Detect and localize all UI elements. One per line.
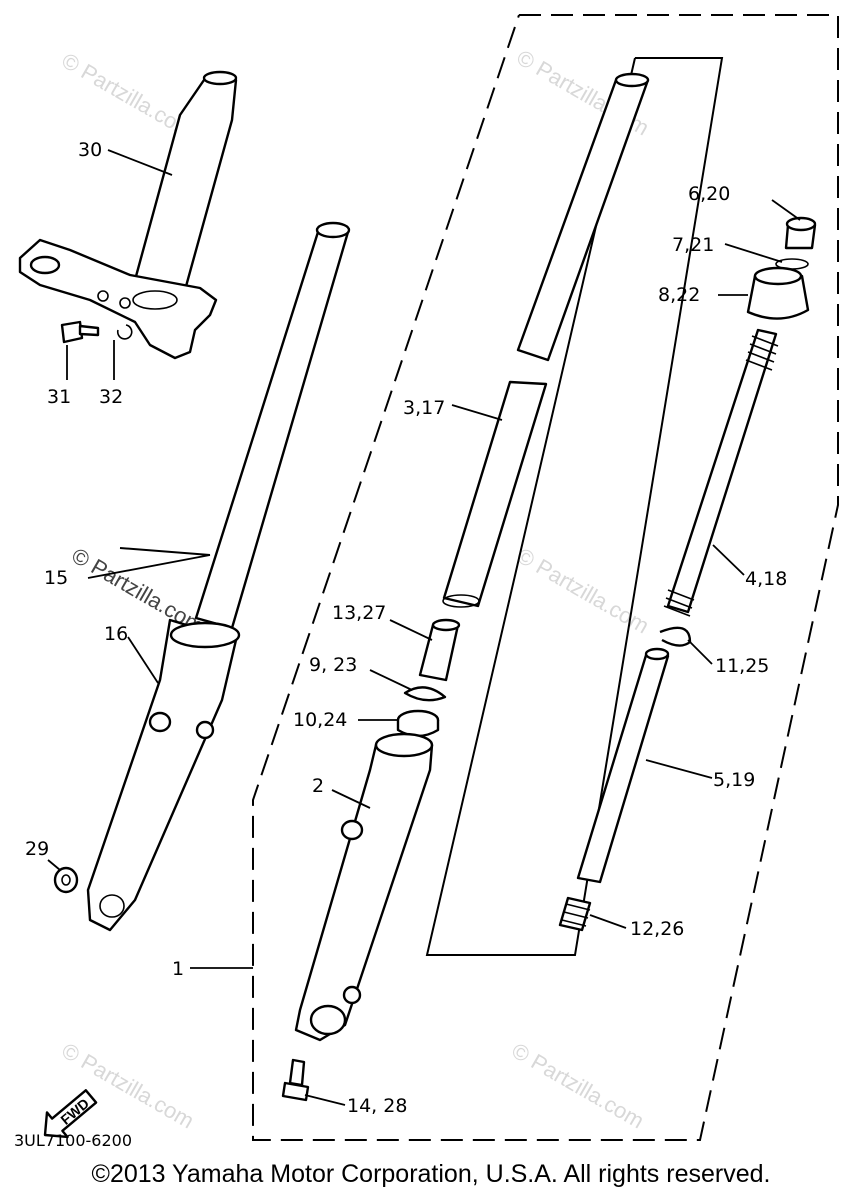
callout-8-22: 8,22 — [658, 284, 700, 306]
callout-6-20: 6,20 — [688, 183, 730, 205]
bolt-part-14 — [281, 1058, 310, 1102]
bolt-part-31 — [60, 320, 100, 344]
callout-9-23: 9, 23 — [309, 654, 357, 676]
callout-13-27: 13,27 — [332, 602, 386, 624]
callout-3-17: 3,17 — [403, 397, 445, 419]
left-outer-tube-part-16 — [86, 618, 241, 932]
callout-15: 15 — [44, 567, 68, 589]
clip-part-9 — [403, 686, 447, 702]
washer-part-29 — [53, 866, 79, 894]
callout-11-25: 11,25 — [715, 655, 769, 677]
assembly-boundary — [252, 14, 839, 1141]
callout-1: 1 — [172, 958, 184, 980]
spacer-part-13 — [418, 618, 461, 682]
callout-29: 29 — [25, 838, 49, 860]
damper-rod-part-5 — [576, 647, 670, 884]
callout-31: 31 — [47, 386, 71, 408]
rebound-spring-part-12 — [558, 896, 592, 932]
copyright-notice: ©2013 Yamaha Motor Corporation, U.S.A. A… — [91, 1160, 771, 1188]
spring-part-4 — [663, 328, 779, 617]
washer-part-32 — [116, 324, 133, 340]
callout-10-24: 10,24 — [293, 709, 347, 731]
callout-16: 16 — [104, 623, 128, 645]
callout-30: 30 — [78, 139, 102, 161]
circlip-part-11 — [659, 626, 692, 647]
inner-tube-part-3 — [442, 72, 650, 608]
callout-7-21: 7,21 — [672, 234, 714, 256]
callout-12-26: 12,26 — [630, 918, 684, 940]
left-fork-tube-part-15 — [194, 221, 351, 630]
callout-5-19: 5,19 — [713, 769, 755, 791]
diagram-code: 3UL7100-6200 — [14, 1131, 132, 1150]
oil-seal-part-10 — [396, 709, 440, 738]
inner-group-frame — [425, 57, 724, 956]
cap-bolt-part-6 — [784, 216, 817, 250]
leader-lines — [47, 149, 801, 1106]
callout-labels: 30 31 32 15 16 29 1 2 3,17 13,27 9, 23 1… — [25, 139, 787, 1117]
callout-4-18: 4,18 — [745, 568, 787, 590]
outer-tube-part-2 — [294, 732, 434, 1042]
callout-2: 2 — [312, 775, 324, 797]
left-group-frame — [119, 547, 211, 556]
watermark: © Partzilla.com — [508, 1038, 649, 1134]
steering-stem-part-30 — [18, 70, 238, 360]
watermark: © Partzilla.com — [513, 543, 654, 639]
callout-14-28: 14, 28 — [347, 1095, 407, 1117]
callout-32: 32 — [99, 386, 123, 408]
cap-part-8 — [746, 266, 810, 320]
watermark: © Partzilla.com — [58, 1038, 199, 1134]
front-fork-exploded-diagram: © Partzilla.com © Partzilla.com © Partzi… — [14, 14, 839, 1150]
